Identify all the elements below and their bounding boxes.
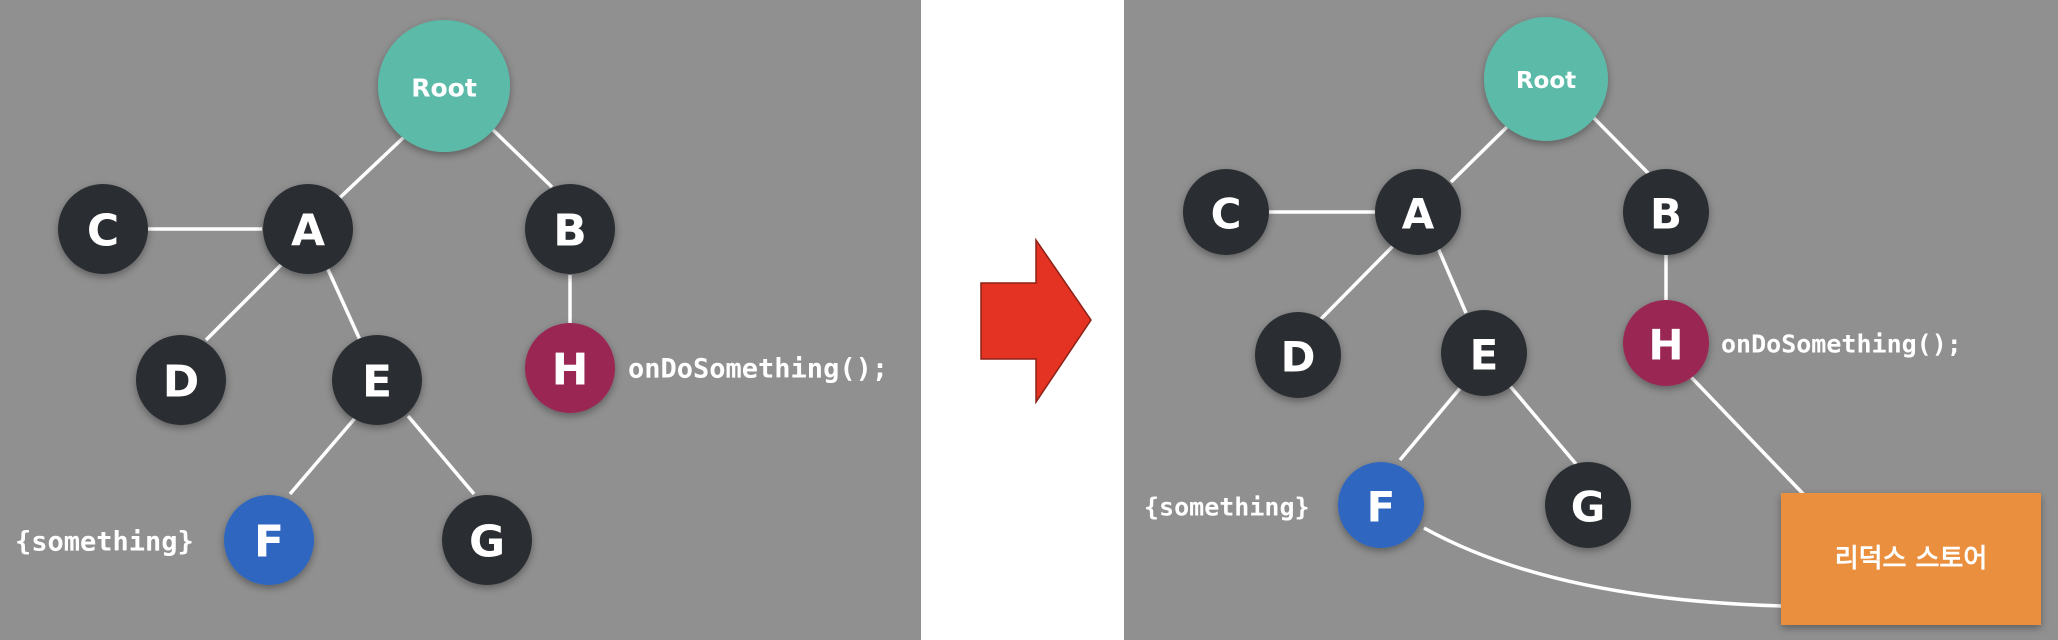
- node-h-label: H: [1648, 321, 1683, 370]
- node-b-label: B: [553, 206, 587, 257]
- node-b: B: [525, 184, 615, 274]
- edge-e-f: [288, 415, 358, 496]
- node-d-label: D: [1281, 333, 1316, 382]
- node-root: Root: [1484, 17, 1608, 141]
- node-e: E: [1441, 310, 1527, 396]
- node-f: F: [224, 495, 314, 585]
- edge-a-e: [324, 264, 362, 341]
- node-e: E: [332, 335, 422, 425]
- node-h: H: [525, 323, 615, 413]
- node-root-label: Root: [411, 74, 477, 103]
- edge-e-g: [406, 414, 476, 496]
- node-e-label: E: [362, 357, 392, 408]
- node-f: F: [1338, 462, 1424, 548]
- edge-h-store: [1689, 375, 1811, 502]
- edge-a-e: [1436, 247, 1468, 314]
- edge-f-store: [1423, 526, 1785, 608]
- node-f-label: F: [1367, 483, 1396, 532]
- action-label: onDoSomething();: [628, 354, 888, 385]
- edge-root-a: [1449, 121, 1513, 184]
- edge-a-d: [1318, 241, 1398, 322]
- node-root-label: Root: [1516, 68, 1576, 94]
- edge-root-a: [328, 135, 406, 209]
- edge-e-g: [1508, 384, 1578, 466]
- node-d: D: [136, 335, 226, 425]
- node-b-label: B: [1650, 190, 1682, 239]
- node-d: D: [1255, 312, 1341, 398]
- node-e-label: E: [1470, 331, 1499, 380]
- right-arrow-icon: [980, 237, 1092, 405]
- edge-root-b: [488, 125, 554, 189]
- state-label: {something}: [15, 527, 194, 558]
- node-g: G: [1545, 462, 1631, 548]
- redux-store-label: 리덕스 스토어: [1835, 544, 1988, 574]
- node-h: H: [1623, 300, 1709, 386]
- node-a-label: A: [1402, 190, 1435, 239]
- diagram-before-panel: Root A B C D E F G: [0, 0, 921, 640]
- node-c-label: C: [1211, 190, 1242, 239]
- diagram-after-panel: 리덕스 스토어 Root A B C D E F: [1124, 0, 2058, 640]
- node-a: A: [263, 184, 353, 274]
- node-d-label: D: [163, 357, 200, 408]
- node-c: C: [1183, 169, 1269, 255]
- tree-diagram-after: 리덕스 스토어 Root A B C D E F: [1144, 17, 2041, 625]
- action-label: onDoSomething();: [1721, 330, 1962, 359]
- node-a-label: A: [291, 206, 325, 257]
- edge-e-f: [1398, 384, 1464, 462]
- node-c: C: [58, 184, 148, 274]
- node-g: G: [442, 495, 532, 585]
- node-h-label: H: [552, 345, 589, 396]
- edge-root-b: [1588, 112, 1651, 176]
- edge-a-d: [204, 260, 286, 342]
- node-f-label: F: [254, 517, 284, 568]
- node-b: B: [1623, 169, 1709, 255]
- node-a: A: [1375, 169, 1461, 255]
- redux-store-box: 리덕스 스토어: [1781, 493, 2041, 625]
- tree-diagram-before: Root A B C D E F G: [15, 20, 888, 585]
- node-root: Root: [378, 20, 510, 152]
- state-label: {something}: [1144, 493, 1310, 522]
- node-g-label: G: [1571, 483, 1605, 532]
- node-c-label: C: [87, 206, 119, 257]
- node-g-label: G: [469, 517, 505, 568]
